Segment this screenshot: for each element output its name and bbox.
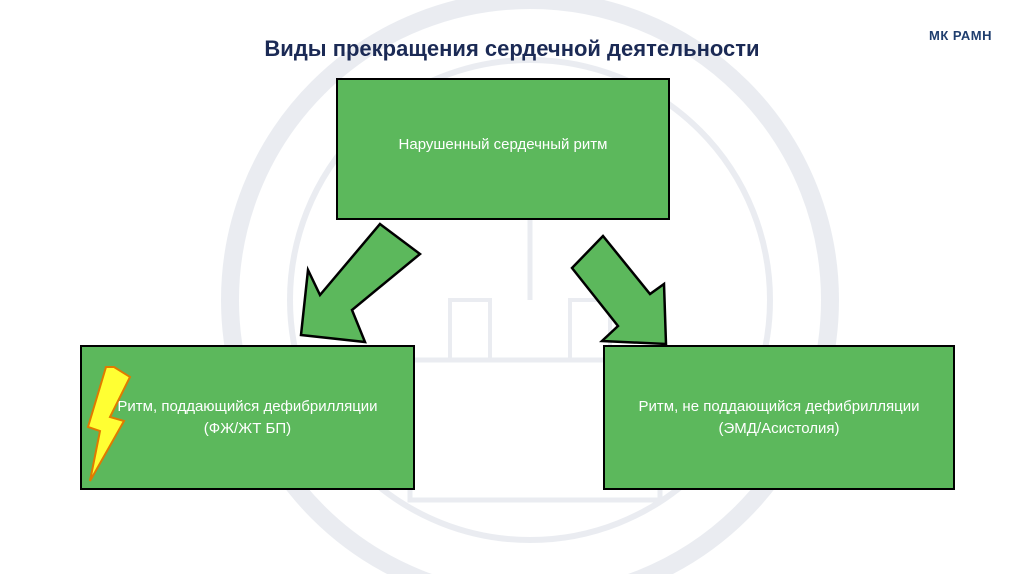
node-non-shockable-rhythm: Ритм, не поддающийся дефибрилляции (ЭМД/… <box>603 345 955 490</box>
node-disturbed-rhythm: Нарушенный сердечный ритм <box>336 78 670 220</box>
lightning-bolt-icon <box>86 366 132 482</box>
node-top-label: Нарушенный сердечный ритм <box>398 136 608 153</box>
org-label: МК РАМН <box>928 28 992 43</box>
down-right-arrow-icon <box>570 234 668 346</box>
down-left-arrow-icon <box>299 222 423 344</box>
node-left-line2: (ФЖ/ЖТ БП) <box>203 419 292 437</box>
node-right-line2: (ЭМД/Асистолия) <box>718 419 840 437</box>
node-right-line1: Ритм, не поддающийся дефибрилляции <box>638 397 920 415</box>
page-title: Виды прекращения сердечной деятельности <box>264 36 760 61</box>
node-shockable-rhythm: Ритм, поддающийся дефибрилляции (ФЖ/ЖТ Б… <box>80 345 415 490</box>
node-left-line1: Ритм, поддающийся дефибрилляции <box>117 397 378 415</box>
